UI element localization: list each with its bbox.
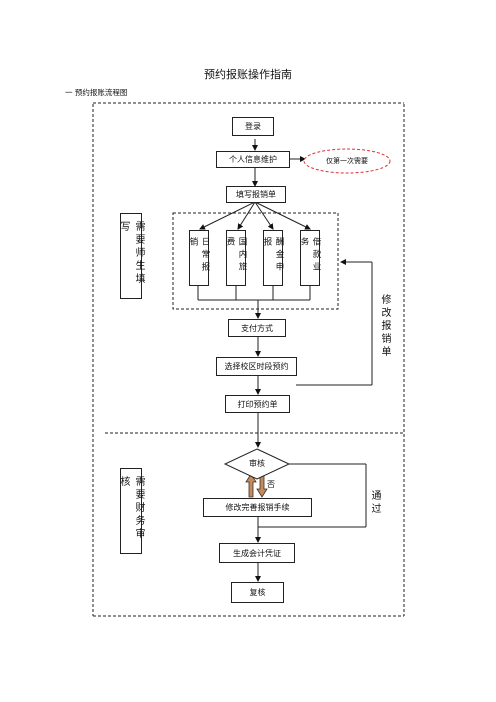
arrow-fan-2 — [237, 201, 256, 230]
campus-booking-box: 选择校区时段预约 — [216, 357, 297, 376]
form-type-remuneration: 酬金申报 — [262, 230, 284, 286]
arrow-fan-3 — [254, 201, 274, 230]
modify-form-label: 修改报销单 — [377, 294, 392, 362]
finance-review-label: 需要财务审核 — [118, 468, 144, 554]
form-type-daily-label: 日常报销 — [188, 237, 210, 275]
first-time-note: 仅第一次需要 — [326, 157, 368, 165]
form-type-daily: 日常报销 — [188, 230, 210, 286]
section-heading: 一 预约报账流程图 — [65, 88, 128, 97]
voucher-box: 生成会计凭证 — [219, 543, 295, 563]
recheck-box: 复核 — [231, 582, 284, 603]
review-diamond — [223, 448, 291, 480]
no-label: 否 — [267, 480, 275, 489]
note-oval — [303, 148, 391, 174]
print-box: 打印预约单 — [225, 395, 290, 413]
page-title: 预约报账操作指南 — [204, 68, 292, 81]
form-type-travel: 国内旅费 — [225, 230, 247, 286]
profile-box: 个人信息维护 — [216, 151, 290, 168]
form-type-loan: 借款业务 — [299, 230, 321, 286]
arrow-fan-4 — [254, 201, 311, 230]
modify-form-text: 修改报销单 — [379, 294, 390, 359]
teacher-fill-label: 需要师生填写 — [118, 213, 144, 299]
finance-review-text: 需要财务审核 — [118, 476, 144, 541]
pass-text: 通过 — [369, 490, 380, 516]
form-type-remuneration-label: 酬金申报 — [262, 237, 284, 275]
payment-box: 支付方式 — [228, 319, 286, 337]
fix-box: 修改完善报销手续 — [203, 498, 312, 517]
arrow-fan-1 — [199, 201, 256, 230]
review-fix-arrows — [245, 473, 268, 498]
form-types-group — [172, 212, 339, 310]
review-label: 审核 — [249, 458, 265, 468]
form-type-travel-label: 国内旅费 — [225, 237, 247, 275]
teacher-fill-text: 需要师生填写 — [118, 221, 144, 286]
fill-form-box: 填写报销单 — [226, 186, 286, 203]
form-type-loan-label: 借款业务 — [299, 237, 321, 275]
pass-label: 通过 — [367, 490, 382, 519]
login-box: 登录 — [232, 117, 274, 136]
